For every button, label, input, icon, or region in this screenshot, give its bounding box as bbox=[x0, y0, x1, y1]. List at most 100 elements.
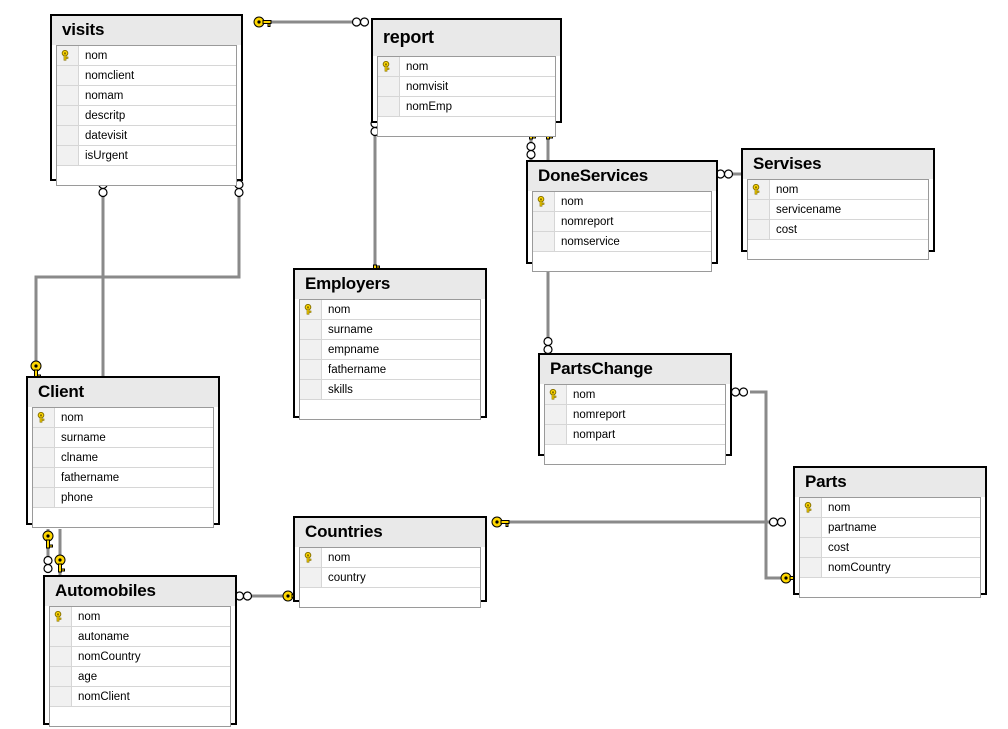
field-row[interactable]: nom bbox=[378, 57, 555, 77]
primary-key-cell bbox=[300, 300, 322, 319]
filler-cell bbox=[378, 117, 400, 136]
many-endpoint-doneservices bbox=[526, 141, 536, 160]
field-name: datevisit bbox=[85, 129, 128, 142]
field-row[interactable]: nomCountry bbox=[800, 558, 980, 578]
field-row[interactable]: country bbox=[300, 568, 480, 588]
field-row[interactable]: fathername bbox=[33, 468, 213, 488]
field-row[interactable]: servicename bbox=[748, 200, 928, 220]
field-row[interactable]: nomreport bbox=[545, 405, 725, 425]
filler-cell bbox=[748, 240, 770, 259]
field-marker-cell bbox=[57, 86, 79, 105]
primary-key-icon bbox=[61, 50, 68, 61]
field-row[interactable]: nomEmp bbox=[378, 97, 555, 117]
filler-name bbox=[322, 588, 480, 607]
entity-table-doneservices[interactable]: DoneServices nom nomreport nomservice bbox=[526, 160, 718, 272]
primary-key-cell bbox=[533, 192, 555, 211]
field-name: phone bbox=[61, 491, 93, 504]
field-name: nom bbox=[776, 183, 799, 196]
field-row[interactable]: nom bbox=[545, 385, 725, 405]
field-name: nomservice bbox=[561, 235, 620, 248]
field-row[interactable]: nomCountry bbox=[50, 647, 230, 667]
field-row[interactable]: nompart bbox=[545, 425, 725, 445]
field-row[interactable]: nom bbox=[533, 192, 711, 212]
field-row[interactable]: skills bbox=[300, 380, 480, 400]
field-row[interactable]: age bbox=[50, 667, 230, 687]
field-name: nom bbox=[561, 195, 584, 208]
field-row[interactable]: datevisit bbox=[57, 126, 236, 146]
field-row[interactable]: nomclient bbox=[57, 66, 236, 86]
entity-title-client: Client bbox=[28, 378, 218, 407]
field-row[interactable]: nomam bbox=[57, 86, 236, 106]
field-row[interactable]: nom bbox=[748, 180, 928, 200]
field-name: nomclient bbox=[85, 69, 135, 82]
field-row[interactable]: nomClient bbox=[50, 687, 230, 707]
field-row[interactable]: cost bbox=[800, 538, 980, 558]
field-row[interactable]: fathername bbox=[300, 360, 480, 380]
filler-name bbox=[79, 166, 236, 185]
field-row[interactable]: descritp bbox=[57, 106, 236, 126]
field-row[interactable]: nomreport bbox=[533, 212, 711, 232]
field-list-filler bbox=[545, 445, 725, 465]
field-marker-cell bbox=[50, 627, 72, 646]
field-row[interactable]: partname bbox=[800, 518, 980, 538]
field-marker-cell bbox=[748, 220, 770, 239]
field-list-filler bbox=[300, 588, 480, 608]
field-row[interactable]: surname bbox=[33, 428, 213, 448]
filler-cell bbox=[33, 508, 55, 527]
field-list-filler bbox=[378, 117, 555, 137]
field-row[interactable]: surname bbox=[300, 320, 480, 340]
primary-key-cell bbox=[50, 607, 72, 626]
primary-key-icon bbox=[382, 61, 389, 72]
entity-title-doneservices: DoneServices bbox=[528, 162, 716, 191]
field-row[interactable]: empname bbox=[300, 340, 480, 360]
many-endpoint-partschange-parts bbox=[730, 387, 749, 397]
field-row[interactable]: phone bbox=[33, 488, 213, 508]
field-name: country bbox=[328, 571, 366, 584]
field-row[interactable]: cost bbox=[748, 220, 928, 240]
field-row[interactable]: autoname bbox=[50, 627, 230, 647]
field-marker-cell bbox=[300, 320, 322, 339]
field-marker-cell bbox=[57, 146, 79, 165]
field-name: isUrgent bbox=[85, 149, 128, 162]
field-row[interactable]: nom bbox=[50, 607, 230, 627]
field-row[interactable]: nom bbox=[300, 548, 480, 568]
field-row[interactable]: nomservice bbox=[533, 232, 711, 252]
field-row[interactable]: nom bbox=[57, 46, 236, 66]
field-name: surname bbox=[328, 323, 373, 336]
key-endpoint-visits-report bbox=[253, 16, 272, 28]
filler-cell bbox=[300, 588, 322, 607]
field-row[interactable]: nomvisit bbox=[378, 77, 555, 97]
field-marker-cell bbox=[533, 212, 555, 231]
filler-name bbox=[400, 117, 555, 136]
field-marker-cell bbox=[57, 106, 79, 125]
field-row[interactable]: isUrgent bbox=[57, 146, 236, 166]
field-row[interactable]: nom bbox=[800, 498, 980, 518]
field-name: nom bbox=[78, 610, 101, 623]
primary-key-cell bbox=[33, 408, 55, 427]
field-row[interactable]: nom bbox=[300, 300, 480, 320]
field-row[interactable]: nom bbox=[33, 408, 213, 428]
filler-cell bbox=[50, 707, 72, 726]
entity-title-parts: Parts bbox=[795, 468, 985, 497]
field-marker-cell bbox=[57, 126, 79, 145]
field-row[interactable]: clname bbox=[33, 448, 213, 468]
field-name: nomCountry bbox=[78, 650, 141, 663]
primary-key-cell bbox=[748, 180, 770, 199]
primary-key-icon bbox=[304, 552, 311, 563]
field-name: nom bbox=[85, 49, 108, 62]
